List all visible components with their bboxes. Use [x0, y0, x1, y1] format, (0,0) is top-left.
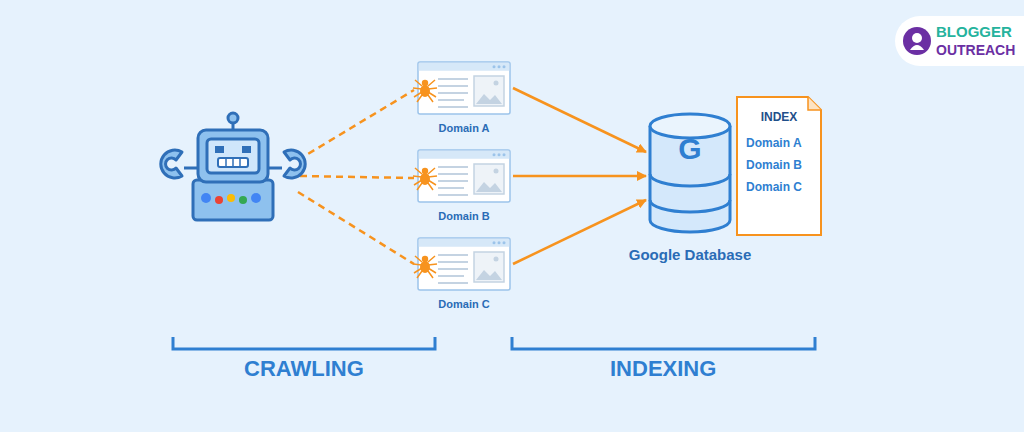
- index-arrow: [513, 175, 646, 178]
- stage-label: INDEXING: [610, 356, 716, 382]
- google-logo: G: [648, 132, 732, 166]
- index-entry: Domain A: [746, 136, 812, 150]
- index-arrow: [513, 200, 646, 264]
- web-page: Domain A: [418, 62, 510, 114]
- db-outline: [648, 112, 732, 234]
- index-heading: INDEX: [746, 110, 812, 124]
- domain-label: Domain B: [438, 210, 489, 222]
- page-outline: [418, 150, 510, 202]
- database-cylinder: GGoogle Database: [648, 112, 732, 234]
- index-document: INDEX Domain A Domain B Domain C: [736, 96, 822, 236]
- index-entry: Domain C: [746, 180, 812, 194]
- page-outline: [418, 62, 510, 114]
- page-outline: [418, 238, 510, 290]
- index-arrow: [513, 88, 646, 152]
- logo-text: OUTREACH: [936, 42, 1015, 58]
- database-label: Google Database: [629, 246, 752, 263]
- domain-label: Domain C: [438, 298, 489, 310]
- domain-label: Domain A: [439, 122, 490, 134]
- web-page: Domain C: [418, 238, 510, 290]
- web-page: Domain B: [418, 150, 510, 202]
- index-entry: Domain B: [746, 158, 812, 172]
- stage-label: CRAWLING: [244, 356, 364, 382]
- logo-text: BLOGGER: [936, 23, 1012, 40]
